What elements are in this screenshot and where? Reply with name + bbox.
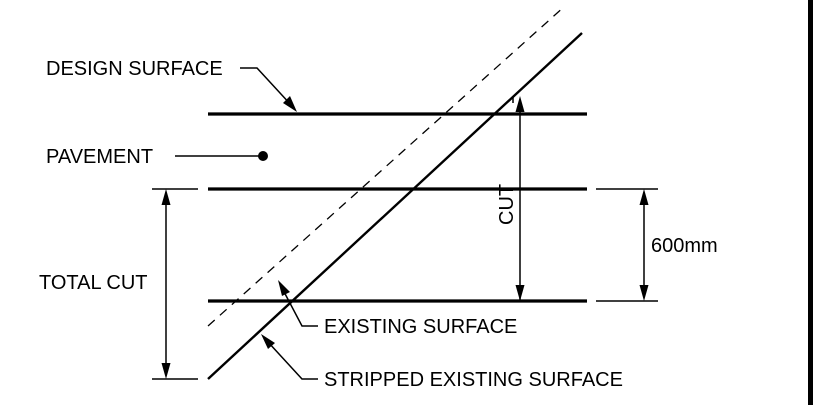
total-cut-label: TOTAL CUT <box>39 272 148 294</box>
existing-surface-leader <box>281 287 318 327</box>
design-surface-leader <box>240 67 293 107</box>
design-surface-leader-arrow <box>283 96 297 112</box>
stripped-existing-surface-leader <box>267 341 318 380</box>
stripped-existing-surface-line <box>207 32 583 380</box>
existing-surface-label: EXISTING SURFACE <box>324 316 517 338</box>
pavement-leader-dot <box>258 151 268 161</box>
cut-arrow-bottom <box>515 285 525 301</box>
cut-label: CUT <box>496 184 518 225</box>
depth-label: 600mm <box>651 235 718 257</box>
stripped-existing-surface-label: STRIPPED EXISTING SURFACE <box>324 369 623 391</box>
frame-border-right <box>808 0 813 405</box>
depth-arrow-top <box>639 189 649 205</box>
design-surface-label: DESIGN SURFACE <box>46 58 223 80</box>
existing-surface-leader-arrow <box>278 280 290 296</box>
existing-surface-dashed-line <box>207 5 566 327</box>
depth-arrow-bottom <box>639 285 649 301</box>
cut-arrow-top <box>515 96 525 112</box>
total-cut-arrow-bottom <box>161 363 171 379</box>
stripped-existing-surface-leader-arrow <box>261 334 275 349</box>
pavement-label: PAVEMENT <box>46 146 153 168</box>
total-cut-arrow-top <box>161 189 171 205</box>
